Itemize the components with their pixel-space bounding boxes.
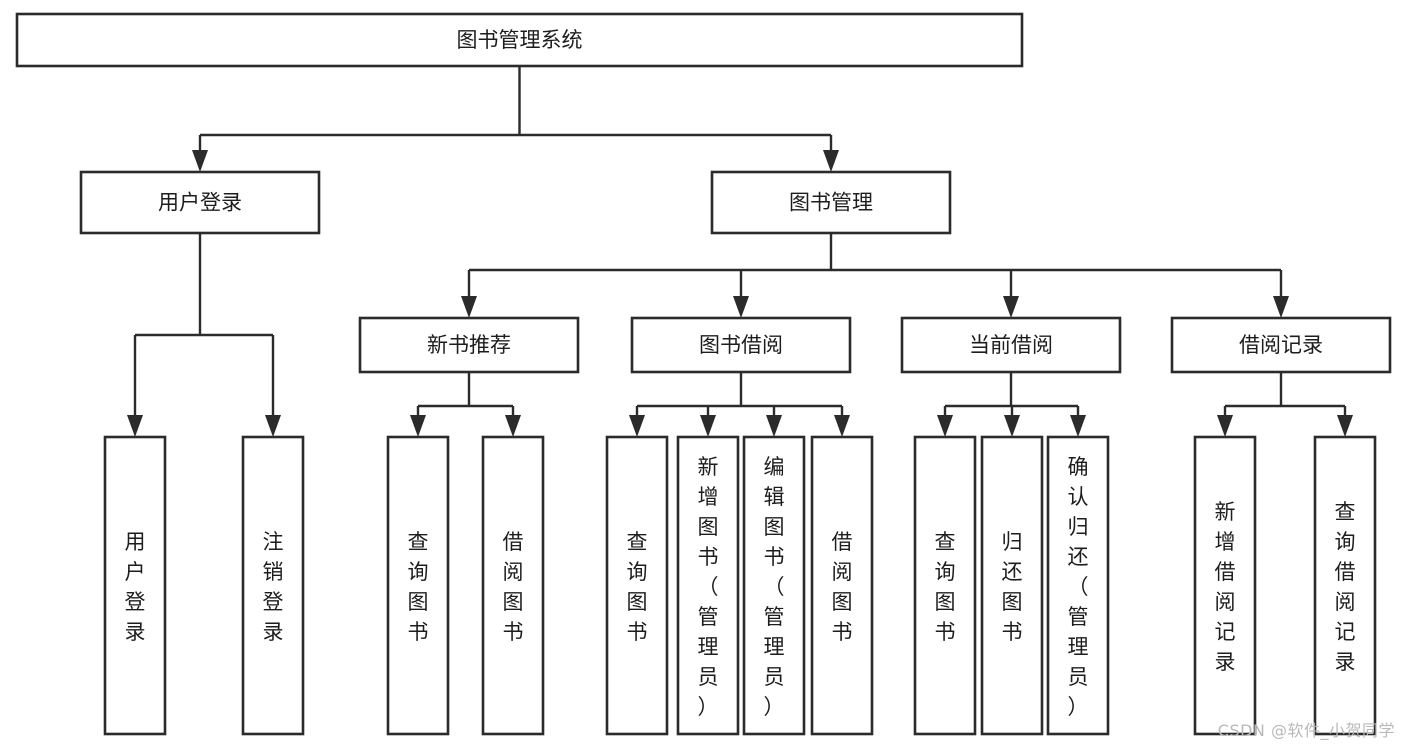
- node-box-leaf-query-book-rec: [386, 435, 450, 736]
- arrow-head-icon: [700, 415, 716, 437]
- node-box-leaf-edit-book: [742, 435, 806, 736]
- node-label-leaf-add-book: 新增图书（管理员）: [698, 455, 719, 719]
- node-box-leaf-add-book: [676, 435, 740, 736]
- node-label-book-borrow: 图书借阅: [699, 333, 783, 357]
- node-box-leaf-logout: [241, 435, 305, 736]
- arrow-head-icon: [823, 150, 839, 172]
- node-layer: 图书管理系统用户登录图书管理新书推荐图书借阅当前借阅借阅记录用户登录注销登录查询…: [15, 12, 1392, 736]
- node-label-new-book-recommend: 新书推荐: [427, 333, 511, 357]
- node-new-book-recommend[interactable]: 新书推荐: [358, 316, 580, 374]
- node-label-leaf-confirm-return: 确认归还（管理员）: [1068, 455, 1089, 719]
- node-box-new-book-recommend: [358, 316, 580, 374]
- node-leaf-logout[interactable]: 注销登录: [241, 435, 305, 736]
- node-box-book-borrow: [630, 316, 852, 374]
- arrow-head-icon: [1070, 415, 1086, 437]
- node-book-management[interactable]: 图书管理: [710, 170, 952, 235]
- node-leaf-edit-book[interactable]: 编辑图书（管理员）: [742, 435, 806, 736]
- arrow-head-icon: [1003, 296, 1019, 318]
- node-leaf-return-book[interactable]: 归还图书: [980, 435, 1044, 736]
- arrow-head-icon: [265, 415, 281, 437]
- node-label-leaf-logout: 注销登录: [263, 530, 284, 644]
- node-box-user-login: [79, 170, 321, 235]
- node-box-borrow-record: [1170, 316, 1392, 374]
- node-box-leaf-return-book: [980, 435, 1044, 736]
- node-user-login[interactable]: 用户登录: [79, 170, 321, 235]
- node-box-leaf-confirm-return: [1046, 435, 1110, 736]
- node-box-book-management: [710, 170, 952, 235]
- node-box-leaf-query-book-borrow: [605, 435, 669, 736]
- arrow-head-icon: [1273, 296, 1289, 318]
- node-current-borrow[interactable]: 当前借阅: [900, 316, 1122, 374]
- arrow-head-icon: [1337, 415, 1353, 437]
- arrow-head-icon: [1004, 415, 1020, 437]
- node-label-leaf-edit-book: 编辑图书（管理员）: [764, 455, 785, 719]
- node-label-leaf-return-book: 归还图书: [1002, 530, 1023, 644]
- node-label-leaf-borrow-book: 借阅图书: [832, 530, 853, 644]
- arrow-head-icon: [410, 415, 426, 437]
- node-leaf-borrow-book[interactable]: 借阅图书: [810, 435, 874, 736]
- arrow-head-icon: [192, 150, 208, 172]
- arrow-head-icon: [629, 415, 645, 437]
- arrow-head-icon: [127, 415, 143, 437]
- node-leaf-add-book[interactable]: 新增图书（管理员）: [676, 435, 740, 736]
- node-label-user-login: 用户登录: [158, 191, 242, 215]
- node-leaf-query-book-borrow[interactable]: 查询图书: [605, 435, 669, 736]
- node-leaf-borrow-book-rec[interactable]: 借阅图书: [481, 435, 545, 736]
- arrow-head-icon: [937, 415, 953, 437]
- node-label-leaf-borrow-book-rec: 借阅图书: [503, 530, 524, 644]
- node-root[interactable]: 图书管理系统: [15, 12, 1024, 68]
- node-box-leaf-borrow-book-rec: [481, 435, 545, 736]
- arrow-head-icon: [766, 415, 782, 437]
- arrow-head-icon: [1217, 415, 1233, 437]
- node-label-leaf-user-login: 用户登录: [125, 530, 146, 644]
- node-box-leaf-user-login: [103, 435, 167, 736]
- arrow-head-icon: [733, 296, 749, 318]
- node-leaf-query-book-cur[interactable]: 查询图书: [913, 435, 977, 736]
- node-label-leaf-query-book-rec: 查询图书: [408, 530, 429, 644]
- node-box-leaf-borrow-book: [810, 435, 874, 736]
- node-book-borrow[interactable]: 图书借阅: [630, 316, 852, 374]
- node-box-current-borrow: [900, 316, 1122, 374]
- node-box-root: [15, 12, 1024, 68]
- arrow-head-icon: [834, 415, 850, 437]
- node-label-leaf-add-record: 新增借阅记录: [1215, 500, 1236, 674]
- node-leaf-query-book-rec[interactable]: 查询图书: [386, 435, 450, 736]
- node-label-leaf-query-book-borrow: 查询图书: [627, 530, 648, 644]
- node-box-leaf-add-record: [1193, 435, 1257, 736]
- arrow-head-icon: [505, 415, 521, 437]
- node-label-leaf-query-book-cur: 查询图书: [935, 530, 956, 644]
- node-box-leaf-query-record: [1313, 435, 1377, 736]
- node-leaf-add-record[interactable]: 新增借阅记录: [1193, 435, 1257, 736]
- node-label-current-borrow: 当前借阅: [969, 333, 1053, 357]
- node-label-borrow-record: 借阅记录: [1239, 333, 1323, 357]
- arrow-head-icon: [461, 296, 477, 318]
- node-leaf-query-record[interactable]: 查询借阅记录: [1313, 435, 1377, 736]
- node-label-leaf-query-record: 查询借阅记录: [1335, 500, 1356, 674]
- node-leaf-confirm-return[interactable]: 确认归还（管理员）: [1046, 435, 1110, 736]
- node-borrow-record[interactable]: 借阅记录: [1170, 316, 1392, 374]
- connector-layer: [127, 66, 1353, 437]
- node-label-book-management: 图书管理: [789, 191, 873, 215]
- node-label-root: 图书管理系统: [457, 28, 583, 52]
- node-leaf-user-login[interactable]: 用户登录: [103, 435, 167, 736]
- node-box-leaf-query-book-cur: [913, 435, 977, 736]
